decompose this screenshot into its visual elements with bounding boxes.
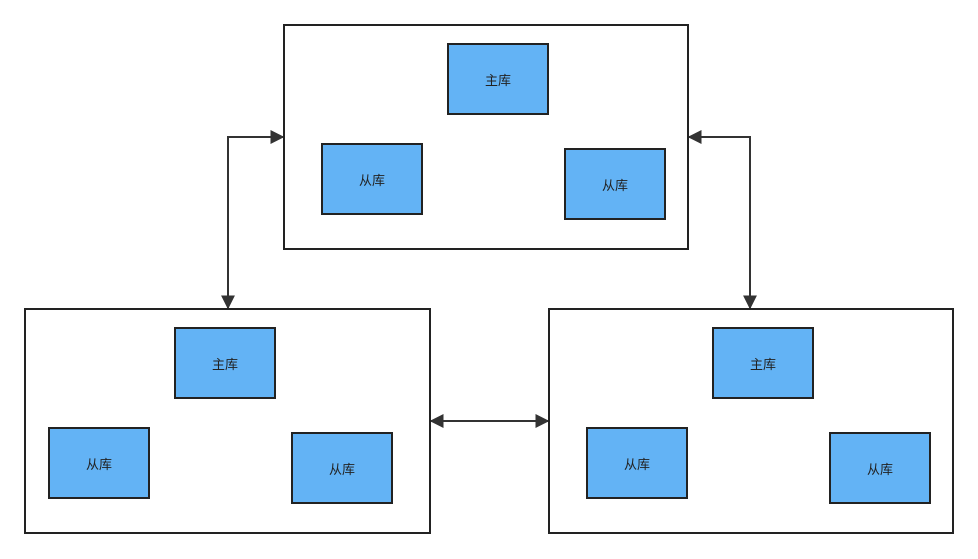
node-label: 从库 bbox=[85, 457, 112, 473]
slave-node-left: 从库 bbox=[48, 427, 150, 499]
slave-node-left: 从库 bbox=[586, 427, 688, 499]
node-label: 从库 bbox=[866, 462, 893, 478]
master-node: 主库 bbox=[447, 43, 549, 115]
slave-node-right: 从库 bbox=[291, 432, 393, 504]
master-node: 主库 bbox=[174, 327, 276, 399]
link-top-to-bottom-right bbox=[687, 130, 757, 310]
master-node: 主库 bbox=[712, 327, 814, 399]
node-label: 主库 bbox=[484, 73, 511, 89]
node-label: 主库 bbox=[749, 357, 776, 373]
node-label: 从库 bbox=[328, 462, 355, 478]
slave-node-right: 从库 bbox=[564, 148, 666, 220]
node-label: 主库 bbox=[211, 357, 238, 373]
slave-node-left: 从库 bbox=[321, 143, 423, 215]
node-label: 从库 bbox=[358, 173, 385, 189]
node-label: 从库 bbox=[601, 178, 628, 194]
link-top-to-bottom-left bbox=[221, 130, 285, 310]
slave-node-right: 从库 bbox=[829, 432, 931, 504]
node-label: 从库 bbox=[623, 457, 650, 473]
